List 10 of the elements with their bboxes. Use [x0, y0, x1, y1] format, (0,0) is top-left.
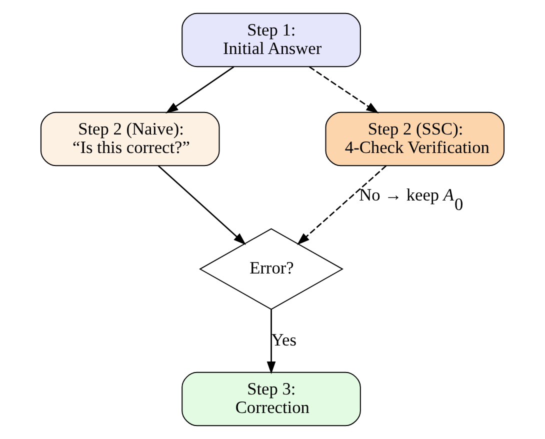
node-diamond: Error? [199, 228, 344, 310]
arrow [296, 165, 387, 245]
arrow [166, 66, 234, 114]
node-box: Step 2 (SSC): 4-Check Verification [325, 112, 505, 166]
node-box: Step 3: Correction [182, 372, 361, 426]
arrow [309, 66, 379, 114]
node-box: Step 2 (Naive): “Is this correct?” [40, 112, 220, 166]
node-box: Step 1: Initial Answer [182, 12, 361, 68]
arrow [158, 165, 246, 246]
arrow [266, 310, 276, 374]
